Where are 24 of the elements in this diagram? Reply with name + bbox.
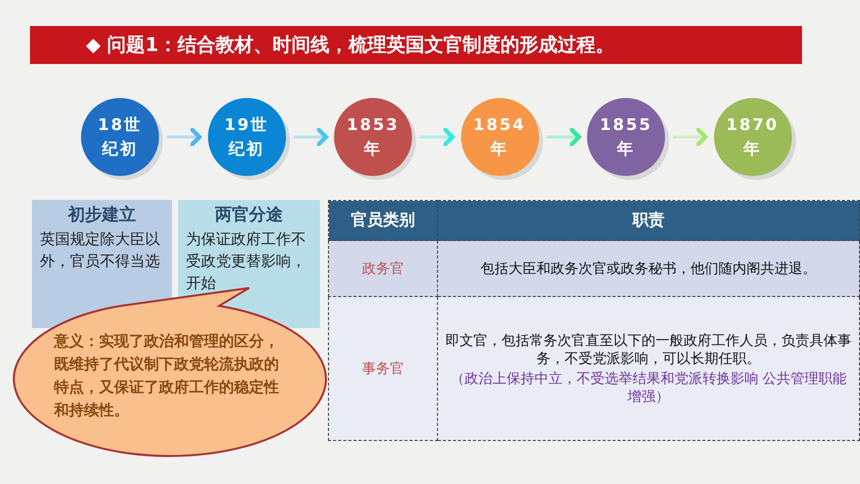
card-text: 英国规定除大臣以外，官员不得当选	[40, 229, 161, 272]
column-header: 职责	[631, 210, 666, 231]
chevron-arrow	[546, 126, 582, 148]
column-header: 官员类别	[350, 210, 416, 231]
timeline-circle: 18世纪初	[81, 98, 159, 176]
timeline-circle: 1870年	[714, 98, 792, 176]
duty-text: （政治上保持中立，不受选举结果和党派转换影响 公共管理职能增强）	[449, 370, 848, 406]
timeline-circle: 19世纪初	[208, 98, 286, 176]
duty-text: 即文官，包括常务次官直至以下的一般政府工作人员，负责具体事务，不受党派影响，可以长期任职。	[444, 332, 852, 368]
timeline-circle: 1855年	[587, 98, 665, 176]
chevron-arrow	[294, 126, 328, 148]
duty-text: 包括大臣和政务次官或政务秘书，他们随内阁共进退。	[480, 260, 818, 278]
category-text: 事务官	[361, 360, 405, 378]
chevron-arrow	[673, 126, 708, 148]
timeline-circle: 1853年	[334, 98, 412, 176]
timeline-circle: 1854年	[460, 98, 538, 176]
significance-text: 意义：实现了政治和管理的区分，既维持了代议制下政党轮流执政的特点，又保证了政府工作的稳定性和持续性。	[54, 331, 280, 421]
chevron-arrow	[420, 126, 455, 148]
title-bar: ◆ 问题1：结合教材、时间线，梳理英国文官制度的形成过程。	[30, 26, 802, 64]
chevron-arrow	[167, 126, 202, 148]
card-heading: 两官分途	[214, 204, 284, 226]
category-text: 政务官	[361, 260, 405, 278]
card-text: 为保证政府工作不受政党更替影响，开始	[186, 229, 307, 294]
card-heading: 初步建立	[66, 204, 137, 226]
